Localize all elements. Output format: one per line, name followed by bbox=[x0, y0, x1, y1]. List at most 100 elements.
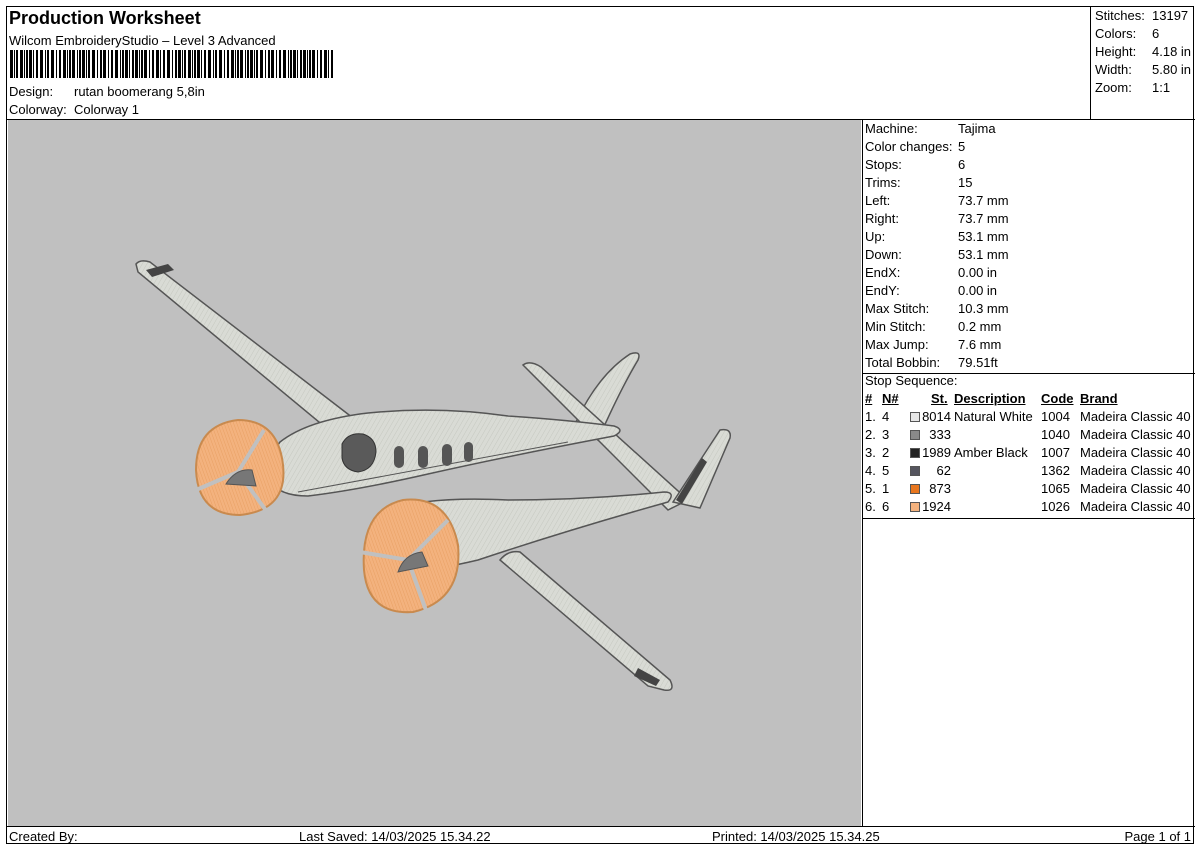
machine-info-value: 6 bbox=[958, 157, 966, 172]
last-saved: Last Saved: 14/03/2025 15.34.22 bbox=[299, 829, 491, 844]
stop-stitches: 1989 bbox=[922, 445, 951, 460]
worksheet-frame: Production Worksheet Wilcom EmbroiderySt… bbox=[6, 6, 1195, 844]
machine-info-row: Total Bobbin:79.51ft bbox=[865, 355, 998, 373]
near-wing-tip bbox=[634, 668, 660, 686]
stop-sequence-end-divider bbox=[863, 518, 1195, 519]
machine-info-row: Stops: 6 bbox=[865, 157, 965, 175]
machine-info-label: Stops: bbox=[865, 157, 902, 172]
propeller-left bbox=[194, 418, 285, 518]
machine-info-value: 73.7 mm bbox=[958, 193, 1009, 208]
stop-description: Amber Black bbox=[954, 445, 1028, 460]
machine-info-label: EndY: bbox=[865, 283, 900, 298]
stop-description: Natural White bbox=[954, 409, 1033, 424]
software-name: Wilcom EmbroideryStudio – Level 3 Advanc… bbox=[9, 33, 276, 48]
zoom-row: Zoom:1:1 bbox=[1095, 80, 1170, 95]
width-value: 5.80 in bbox=[1152, 62, 1192, 77]
stop-code: 1040 bbox=[1041, 427, 1070, 442]
header-divider bbox=[7, 119, 1195, 120]
machine-info-label: Max Stitch: bbox=[865, 301, 930, 316]
col-num: # bbox=[865, 391, 873, 406]
col-description: Description bbox=[954, 391, 1026, 406]
stop-code: 1065 bbox=[1041, 481, 1070, 496]
colors-label: Colors: bbox=[1095, 26, 1137, 41]
design-preview bbox=[8, 120, 861, 826]
stop-code: 1004 bbox=[1041, 409, 1070, 424]
printed-date: Printed: 14/03/2025 15.34.25 bbox=[712, 829, 880, 844]
stop-brand: Madeira Classic 40 bbox=[1080, 445, 1191, 460]
machine-info-label: Up: bbox=[865, 229, 886, 244]
stop-code: 1362 bbox=[1041, 463, 1070, 478]
machine-info-value: Tajima bbox=[958, 121, 996, 136]
machine-info-value: 0.00 in bbox=[958, 283, 998, 298]
stop-stitches: 873 bbox=[929, 481, 951, 496]
rear-fin-stripe bbox=[676, 458, 707, 504]
thread-color-swatch bbox=[910, 430, 920, 440]
stop-num: 2. bbox=[865, 427, 876, 442]
machine-info-label: Left: bbox=[865, 193, 891, 208]
stop-needle: 6 bbox=[882, 499, 890, 514]
thread-color-swatch bbox=[910, 466, 920, 476]
stitches-row: Stitches:13197 bbox=[1095, 8, 1188, 23]
thread-color-swatch bbox=[910, 448, 920, 458]
worksheet-header: Production Worksheet Wilcom EmbroiderySt… bbox=[7, 7, 1090, 119]
machine-info-value: 0.2 mm bbox=[958, 319, 1002, 334]
colors-row: Colors: 6 bbox=[1095, 26, 1159, 41]
stop-stitches: 62 bbox=[936, 463, 951, 478]
machine-info-row: Max Jump:7.6 mm bbox=[865, 337, 1001, 355]
stitches-label: Stitches: bbox=[1095, 8, 1145, 23]
design-label: Design: bbox=[9, 84, 54, 99]
zoom-value: 1:1 bbox=[1152, 80, 1171, 95]
machine-info-row: Down:53.1 mm bbox=[865, 247, 1009, 265]
stop-sequence-title: Stop Sequence: bbox=[865, 373, 958, 388]
stop-needle: 1 bbox=[882, 481, 890, 496]
machine-info-row: Color changes: 5 bbox=[865, 139, 965, 157]
stop-brand: Madeira Classic 40 bbox=[1080, 499, 1191, 514]
machine-info-row: Max Stitch: 10.3 mm bbox=[865, 301, 1009, 319]
stop-code: 1026 bbox=[1041, 499, 1070, 514]
machine-info-value: 7.6 mm bbox=[958, 337, 1002, 352]
machine-info-row: EndY: 0.00 in bbox=[865, 283, 997, 301]
cabin-window bbox=[464, 442, 473, 462]
stop-num: 5. bbox=[865, 481, 876, 496]
col-stitches: St. bbox=[931, 391, 948, 406]
cabin-window bbox=[418, 446, 428, 468]
fuselage-stripe bbox=[297, 441, 569, 493]
column-divider bbox=[862, 119, 863, 826]
design-stats: Stitches:13197 Colors:6 Height:4.18 in W… bbox=[1090, 7, 1195, 119]
machine-info-label: Right: bbox=[865, 211, 899, 226]
stop-brand: Madeira Classic 40 bbox=[1080, 481, 1191, 496]
stop-needle: 5 bbox=[882, 463, 890, 478]
machine-info-row: Min Stitch:0.2 mm bbox=[865, 319, 1001, 337]
stop-needle: 2 bbox=[882, 445, 890, 460]
machine-info-row: Up:53.1 mm bbox=[865, 229, 1009, 247]
machine-info-label: Color changes: bbox=[865, 139, 953, 154]
height-row: Height:4.18 in bbox=[1095, 44, 1191, 59]
colors-value: 6 bbox=[1152, 26, 1160, 41]
near-wing bbox=[498, 550, 673, 692]
thread-color-swatch bbox=[910, 484, 920, 494]
page-number: Page 1 of 1 bbox=[1124, 829, 1192, 844]
page-title: Production Worksheet bbox=[9, 8, 201, 28]
far-wing-tip bbox=[146, 264, 174, 277]
stop-sequence-row: 5. 1 873 1065 Madeira Classic 40 bbox=[865, 481, 1195, 499]
machine-info-row: EndX:0.00 in bbox=[865, 265, 997, 283]
stop-stitches: 1924 bbox=[922, 499, 951, 514]
machine-info-value: 5 bbox=[958, 139, 966, 154]
stop-needle: 4 bbox=[882, 409, 890, 424]
thread-color-swatch bbox=[910, 502, 920, 512]
machine-info-row: Left: 73.7 mm bbox=[865, 193, 1009, 211]
created-by: Created By: bbox=[9, 829, 78, 844]
machine-info-label: Down: bbox=[865, 247, 902, 262]
design-row: Design:rutan boomerang 5,8in bbox=[9, 84, 205, 99]
stop-stitches: 8014 bbox=[922, 409, 951, 424]
cabin-window bbox=[442, 444, 452, 466]
airplane-embroidery-icon bbox=[135, 260, 732, 692]
machine-info-label: EndX: bbox=[865, 265, 901, 280]
machine-info-value: 10.3 mm bbox=[958, 301, 1009, 316]
stop-num: 4. bbox=[865, 463, 876, 478]
colorway-label: Colorway: bbox=[9, 102, 67, 117]
